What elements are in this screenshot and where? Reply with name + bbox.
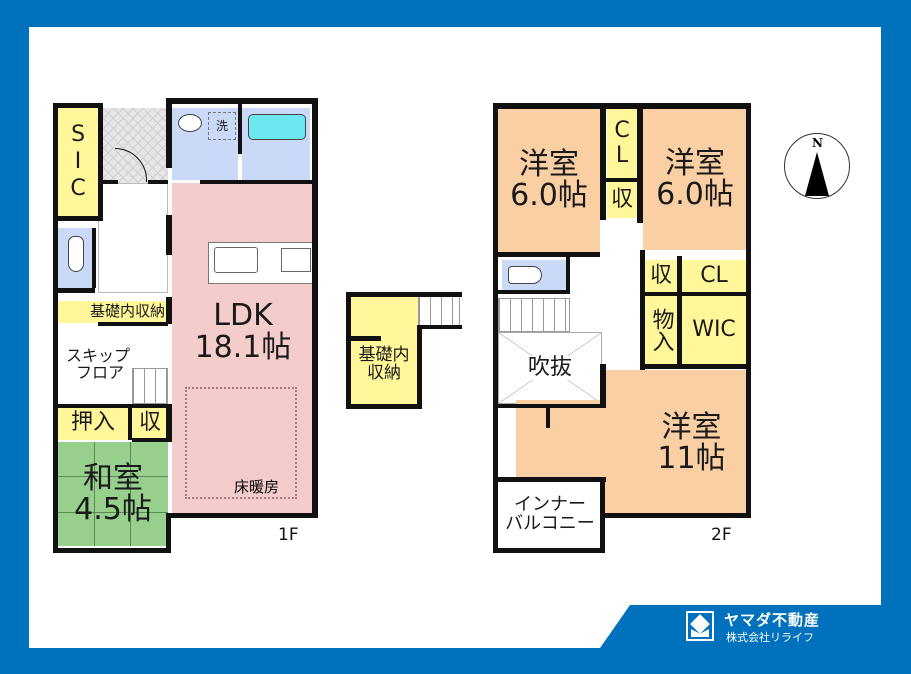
floor-heating-label: 床暖房 xyxy=(234,478,280,496)
washitsu-name: 和室 xyxy=(83,460,143,496)
oshiire-label: 押入 xyxy=(70,410,115,436)
room-cl-mid: CL xyxy=(682,260,746,292)
room-bathroom xyxy=(242,108,310,180)
kitchen-counter xyxy=(208,242,314,284)
stairs-2f xyxy=(498,298,570,332)
youshitsu-left-size: 6.0帖 xyxy=(510,178,588,213)
floor-label-2f: 2F xyxy=(711,525,732,545)
youshitsu-right-size: 6.0帖 xyxy=(656,177,734,212)
compass: N xyxy=(784,133,850,199)
youshitsu-right-name: 洋室 xyxy=(665,145,725,181)
skip-floor-line1: スキップ xyxy=(66,346,131,366)
wic-label: WIC xyxy=(692,317,736,343)
room-shu-mid: 収 xyxy=(645,260,677,292)
room-fukinuke: 吹抜 xyxy=(498,332,602,404)
room-cl-top: CL xyxy=(607,108,637,178)
monoire-label: 物入 xyxy=(648,308,674,352)
room-skip-floor: スキップ フロア xyxy=(58,326,158,404)
toilet-bowl-2f xyxy=(508,266,542,284)
shu-1f-label: 収 xyxy=(138,410,161,436)
compass-needle-icon xyxy=(805,152,829,196)
inner-balcony-line2: バルコニー xyxy=(505,513,595,534)
compass-north-label: N xyxy=(812,136,823,150)
washer-label: 洗 xyxy=(215,118,228,133)
room-wic: WIC xyxy=(682,296,746,364)
cl-mid-label: CL xyxy=(700,263,728,289)
room-monoire: 物入 xyxy=(645,296,677,364)
cl-top-label: CL xyxy=(609,118,635,168)
stairs-mid xyxy=(418,296,460,326)
room-washitsu: 和室 4.5帖 xyxy=(58,442,168,546)
ldk-size: 18.1帖 xyxy=(194,329,292,365)
shu-mid-label: 収 xyxy=(649,263,672,289)
room-sic: SIC xyxy=(58,108,98,216)
room-shu-1f: 収 xyxy=(132,406,168,440)
room-youshitsu-left: 洋室 6.0帖 xyxy=(498,108,600,252)
kitchen-sink xyxy=(214,247,258,273)
stove-icon xyxy=(281,248,311,272)
hallway-1f xyxy=(98,183,168,293)
room-kiso-storage-mid: 基礎内 収納 xyxy=(350,295,418,405)
hallway-2f xyxy=(600,220,643,370)
sink-icon xyxy=(178,114,202,132)
fukinuke-label: 吹抜 xyxy=(525,355,574,381)
shu-top-label: 収 xyxy=(610,187,633,213)
company-subtitle: 株式会社リライフ xyxy=(726,631,814,644)
floor-label-1f: 1F xyxy=(278,525,299,545)
room-ldk: LDK 18.1帖 xyxy=(172,183,314,513)
room-youshitsu-right: 洋室 6.0帖 xyxy=(643,108,747,250)
skip-floor-line2: フロア xyxy=(76,363,125,382)
room-kiso-storage-1f: 基礎内収納 xyxy=(58,301,168,323)
logo-bar: ヤマダ不動産 株式会社リライフ xyxy=(630,605,881,648)
ldk-name: LDK xyxy=(213,298,273,333)
youshitsu-left-name: 洋室 xyxy=(519,146,579,182)
floor-heating-area xyxy=(185,387,297,499)
room-washroom: 洗 xyxy=(172,108,238,180)
toilet-bowl-1f xyxy=(68,236,84,272)
company-logo-icon xyxy=(686,611,714,641)
youshitsu-big-name: 洋室 xyxy=(661,409,722,445)
room-sic-label: SIC xyxy=(65,121,91,203)
stairs-1f xyxy=(132,368,168,404)
washer-area: 洗 xyxy=(208,112,236,140)
company-brand: ヤマダ不動産 xyxy=(724,611,821,629)
washitsu-size: 4.5帖 xyxy=(74,492,152,527)
inner-balcony-line1: インナー xyxy=(514,494,586,516)
room-inner-balcony: インナー バルコニー xyxy=(498,482,602,548)
kiso-storage-1f-label: 基礎内収納 xyxy=(89,302,165,321)
kiso-storage-mid-line2: 収納 xyxy=(367,363,401,383)
bathtub-icon xyxy=(248,114,306,140)
youshitsu-big-size: 11帖 xyxy=(657,441,726,476)
kiso-storage-mid-line1: 基礎内 xyxy=(358,345,410,366)
room-oshiire: 押入 xyxy=(58,406,128,440)
room-shu-top: 収 xyxy=(607,182,637,218)
